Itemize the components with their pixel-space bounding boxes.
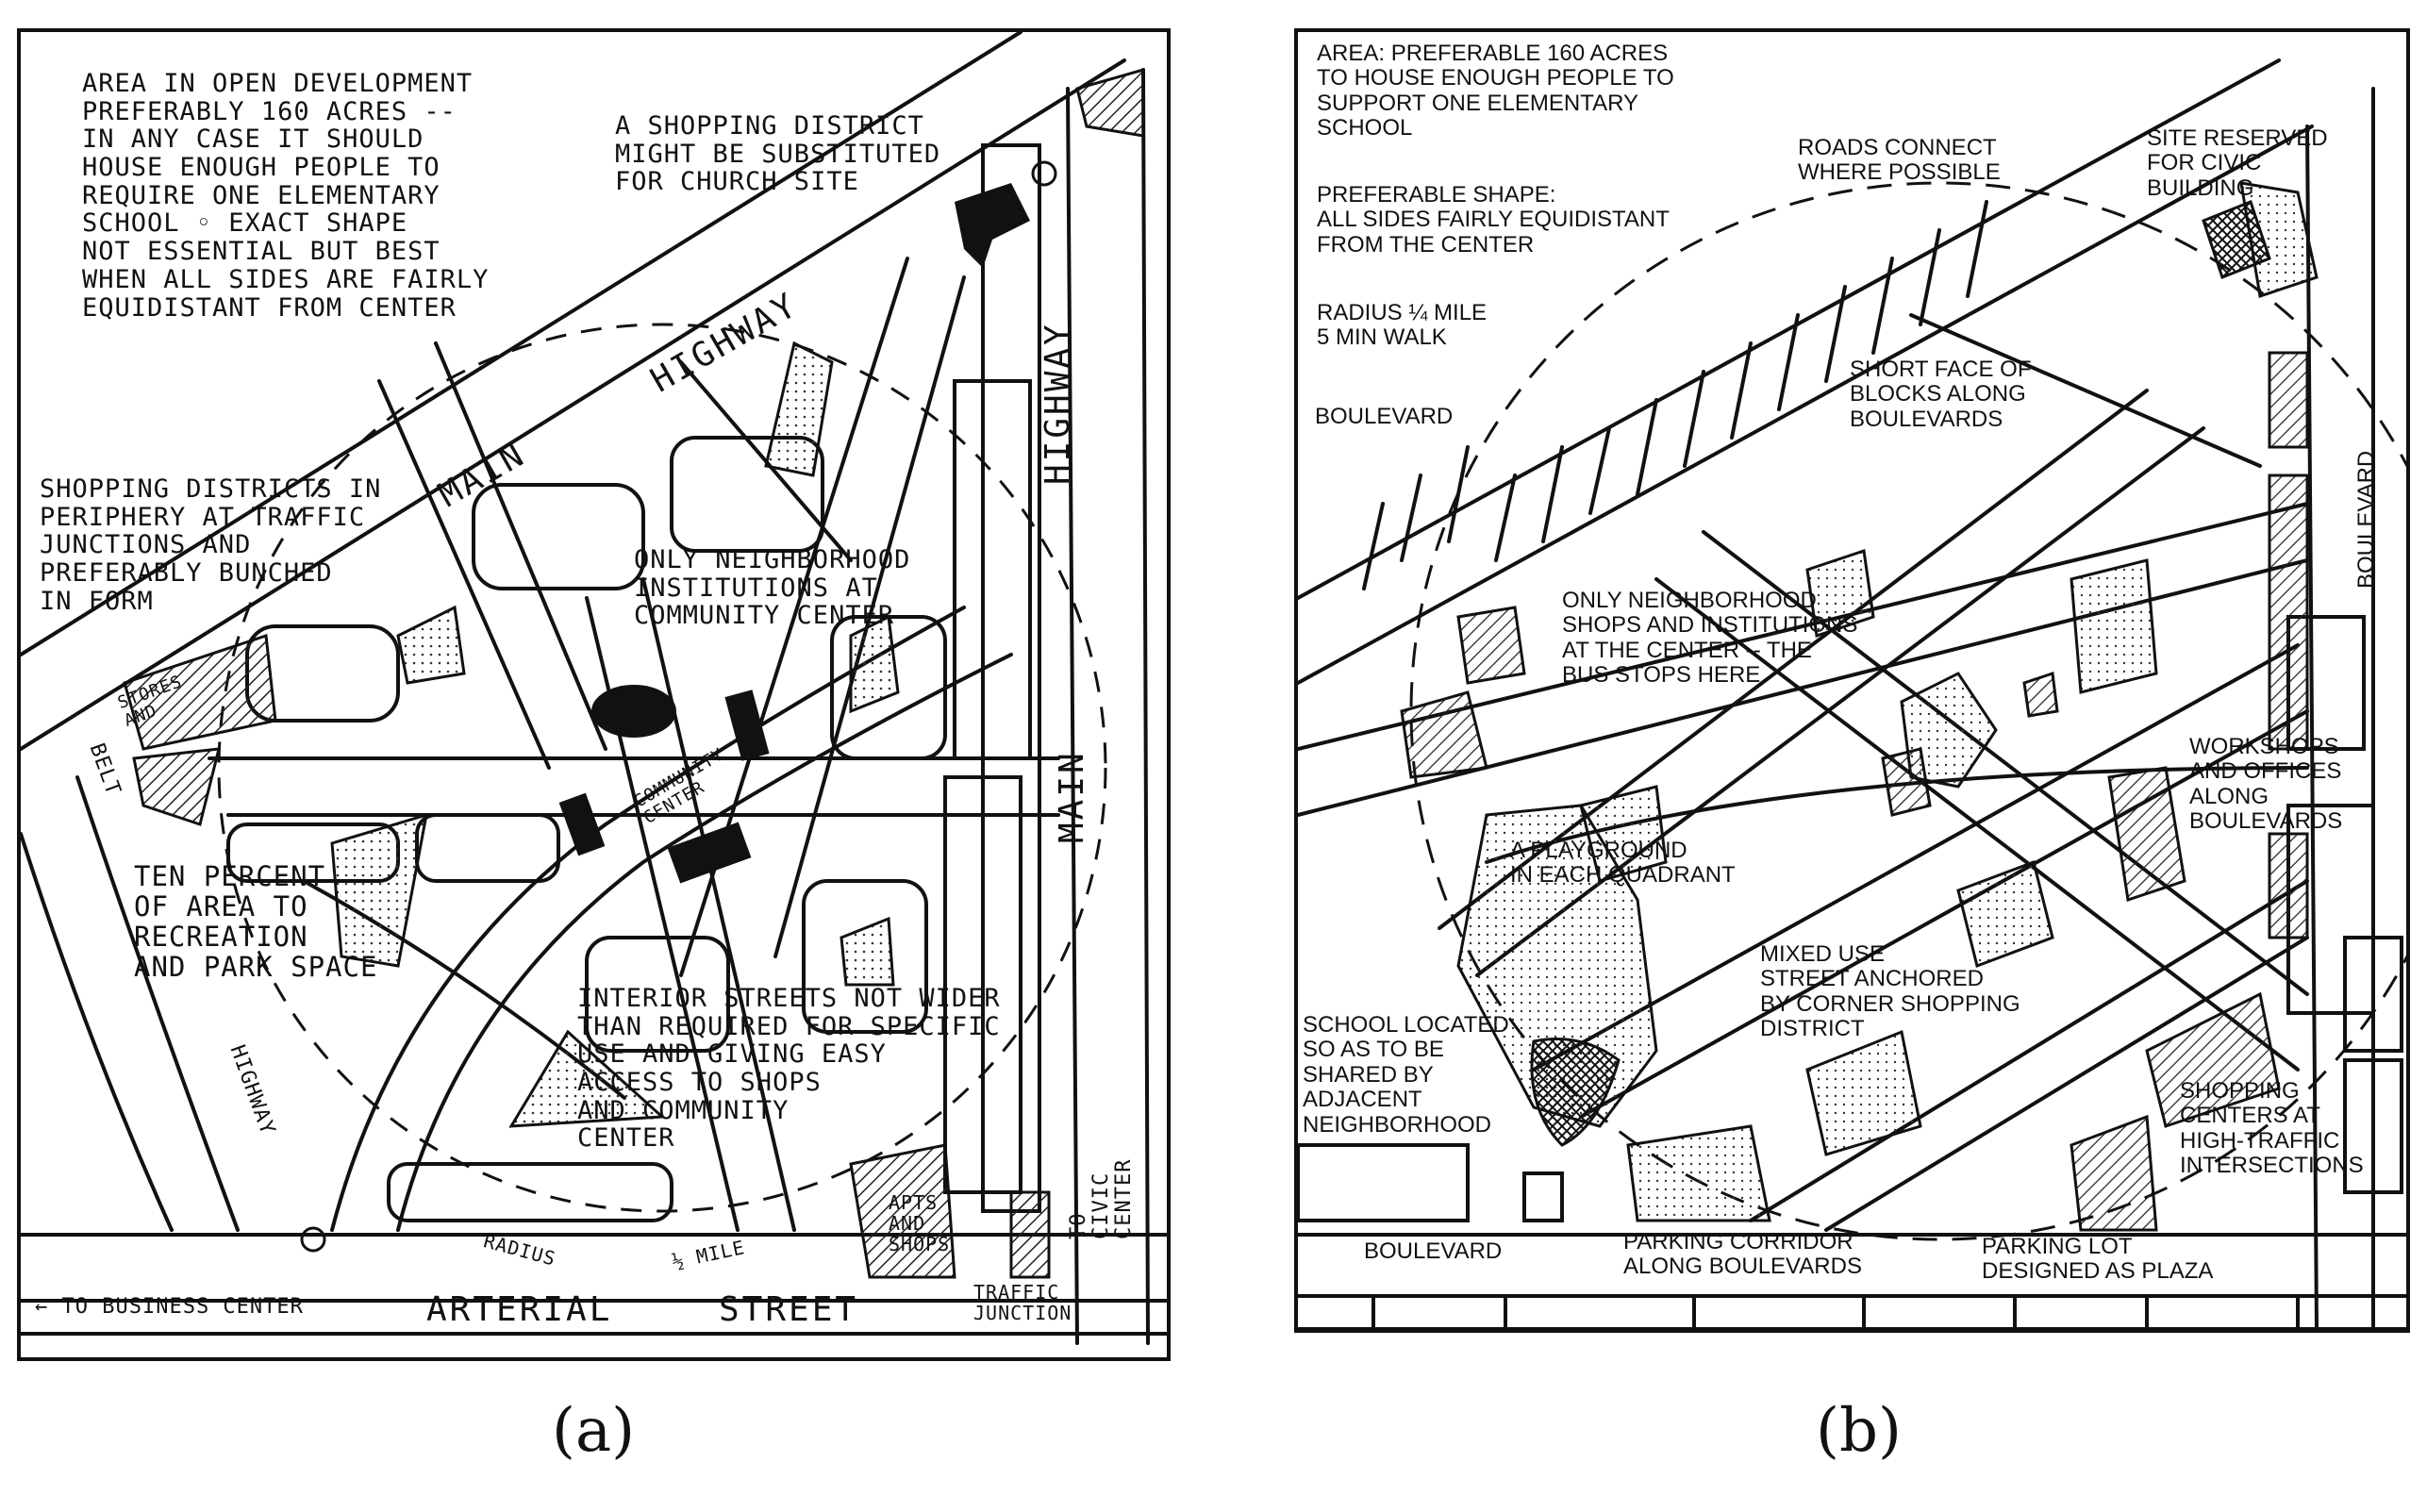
playground-label: A PLAYGROUND IN EACH QUADRANT [1510,838,1736,889]
panel-a-diagram: AREA IN OPEN DEVELOPMENT PREFERABLY 160 … [17,28,1171,1361]
playground-area [2070,558,2158,694]
playground-area [1579,785,1668,883]
shop-area [1009,1190,1051,1279]
shop-area [2145,991,2281,1128]
main-right-label: MAIN [1053,750,1091,843]
shop-area [1075,68,1145,138]
church-building [955,183,1030,268]
park-area [839,916,895,987]
boulevard-road [1298,58,2281,600]
shop-area [849,1143,956,1279]
workshop-area [2268,474,2309,751]
shopping-centers-label: SHOPPING CENTERS AT HIGH-TRAFFIC INTERSE… [2180,1078,2364,1179]
community-building [558,792,606,856]
boulevard-left-label: BOULEVARD [1315,404,1454,429]
shop-area [123,633,277,751]
institutions-label: ONLY NEIGHBORHOOD INSTITUTIONS AT COMMUN… [634,545,911,631]
park-area [508,1029,666,1128]
playground-area [1805,549,1875,638]
right-highway-road [1066,87,1079,1345]
belt-highway-road [75,775,240,1232]
to-civic-center-label: TO CIVIC CENTER [1067,1158,1137,1239]
apts-shops-label: APTS AND SHOPS [889,1191,951,1255]
playground-area [1805,1029,1922,1156]
site-reserved-label: SITE RESERVED FOR CIVIC BUILDING [2147,125,2328,201]
to-business-center-label: ← TO BUSINESS CENTER [35,1295,304,1319]
park-area [849,614,900,714]
shop-area [1400,690,1488,779]
shop-area [2022,671,2059,718]
playground-area [1626,1124,1771,1222]
shop-area [2070,1114,2158,1232]
shop-area [1456,606,1526,685]
parking-corridor-label: PARKING CORRIDOR ALONG BOULEVARDS [1623,1229,1862,1280]
half-mile-radius-circle [217,323,1107,1213]
park-area [764,341,834,477]
workshop-area [2268,832,2309,939]
playground-area [1956,860,2054,968]
radius-walk-label: RADIUS ¼ MILE 5 MIN WALK [1317,300,1488,351]
roads-connect-label: ROADS CONNECT WHERE POSSIBLE [1798,135,2001,186]
boulevard-road [2305,125,2319,1329]
panel-b-map-drawing [1298,58,2406,1329]
boulevard-right-label: BOULEVARD [2353,450,2379,589]
workshop-area [2268,351,2309,449]
park-area [330,812,428,968]
workshops-label: WORKSHOPS AND OFFICES ALONG BOULEVARDS [2189,734,2343,835]
shape-note-label: PREFERABLE SHAPE: ALL SIDES FAIRLY EQUID… [1317,182,1670,258]
shop-area [1881,747,1932,817]
ten-percent-label: TEN PERCENT OF AREA TO RECREATION AND PA… [134,860,378,983]
arterial-label: ARTERIAL [426,1290,613,1329]
short-face-label: SHORT FACE OF BLOCKS ALONG BOULEVARDS [1850,357,2032,432]
civic-building-site [2202,200,2271,279]
only-neighborhood-label: ONLY NEIGHBORHOOD SHOPS AND INSTITUTIONS… [1562,588,1858,689]
shop-area [2107,766,2186,902]
shopping-substitute-label: A SHOPPING DISTRICT MIGHT BE SUBSTITUTED… [615,111,941,197]
panel-a-map-drawing [21,32,1167,1345]
panel-b-diagram: AREA: PREFERABLE 160 ACRES TO HOUSE ENOU… [1294,28,2410,1333]
area-note-label: AREA IN OPEN DEVELOPMENT PREFERABLY 160 … [82,69,490,323]
panel-b-caption: (b) [1816,1396,1902,1466]
highway-right-label: HIGHWAY [1039,322,1077,485]
shopping-periphery-label: SHOPPING DISTRICTS IN PERIPHERY AT TRAFF… [40,474,382,616]
main-highway-road [21,32,1022,656]
parking-lot-label: PARKING LOT DESIGNED AS PLAZA [1982,1234,2214,1285]
school-building [1530,1038,1621,1147]
boulevard-bottom-label: BOULEVARD [1364,1238,1503,1264]
mixed-use-label: MIXED USE STREET ANCHORED BY CORNER SHOP… [1760,941,2020,1042]
shop-area [132,747,221,826]
panel-a-caption: (a) [552,1396,636,1466]
area-note-label: AREA: PREFERABLE 160 ACRES TO HOUSE ENOU… [1317,41,1674,141]
community-building [724,690,770,761]
interior-streets-label: INTERIOR STREETS NOT WIDER THAN REQUIRED… [577,984,1001,1154]
street-label: STREET [719,1290,859,1329]
park-area [396,605,466,685]
community-building [591,685,676,738]
traffic-junction-label: TRAFFIC JUNCTION [973,1281,1072,1324]
school-building [667,822,752,884]
school-located-label: SCHOOL LOCATED SO AS TO BE SHARED BY ADJ… [1303,1012,1509,1138]
